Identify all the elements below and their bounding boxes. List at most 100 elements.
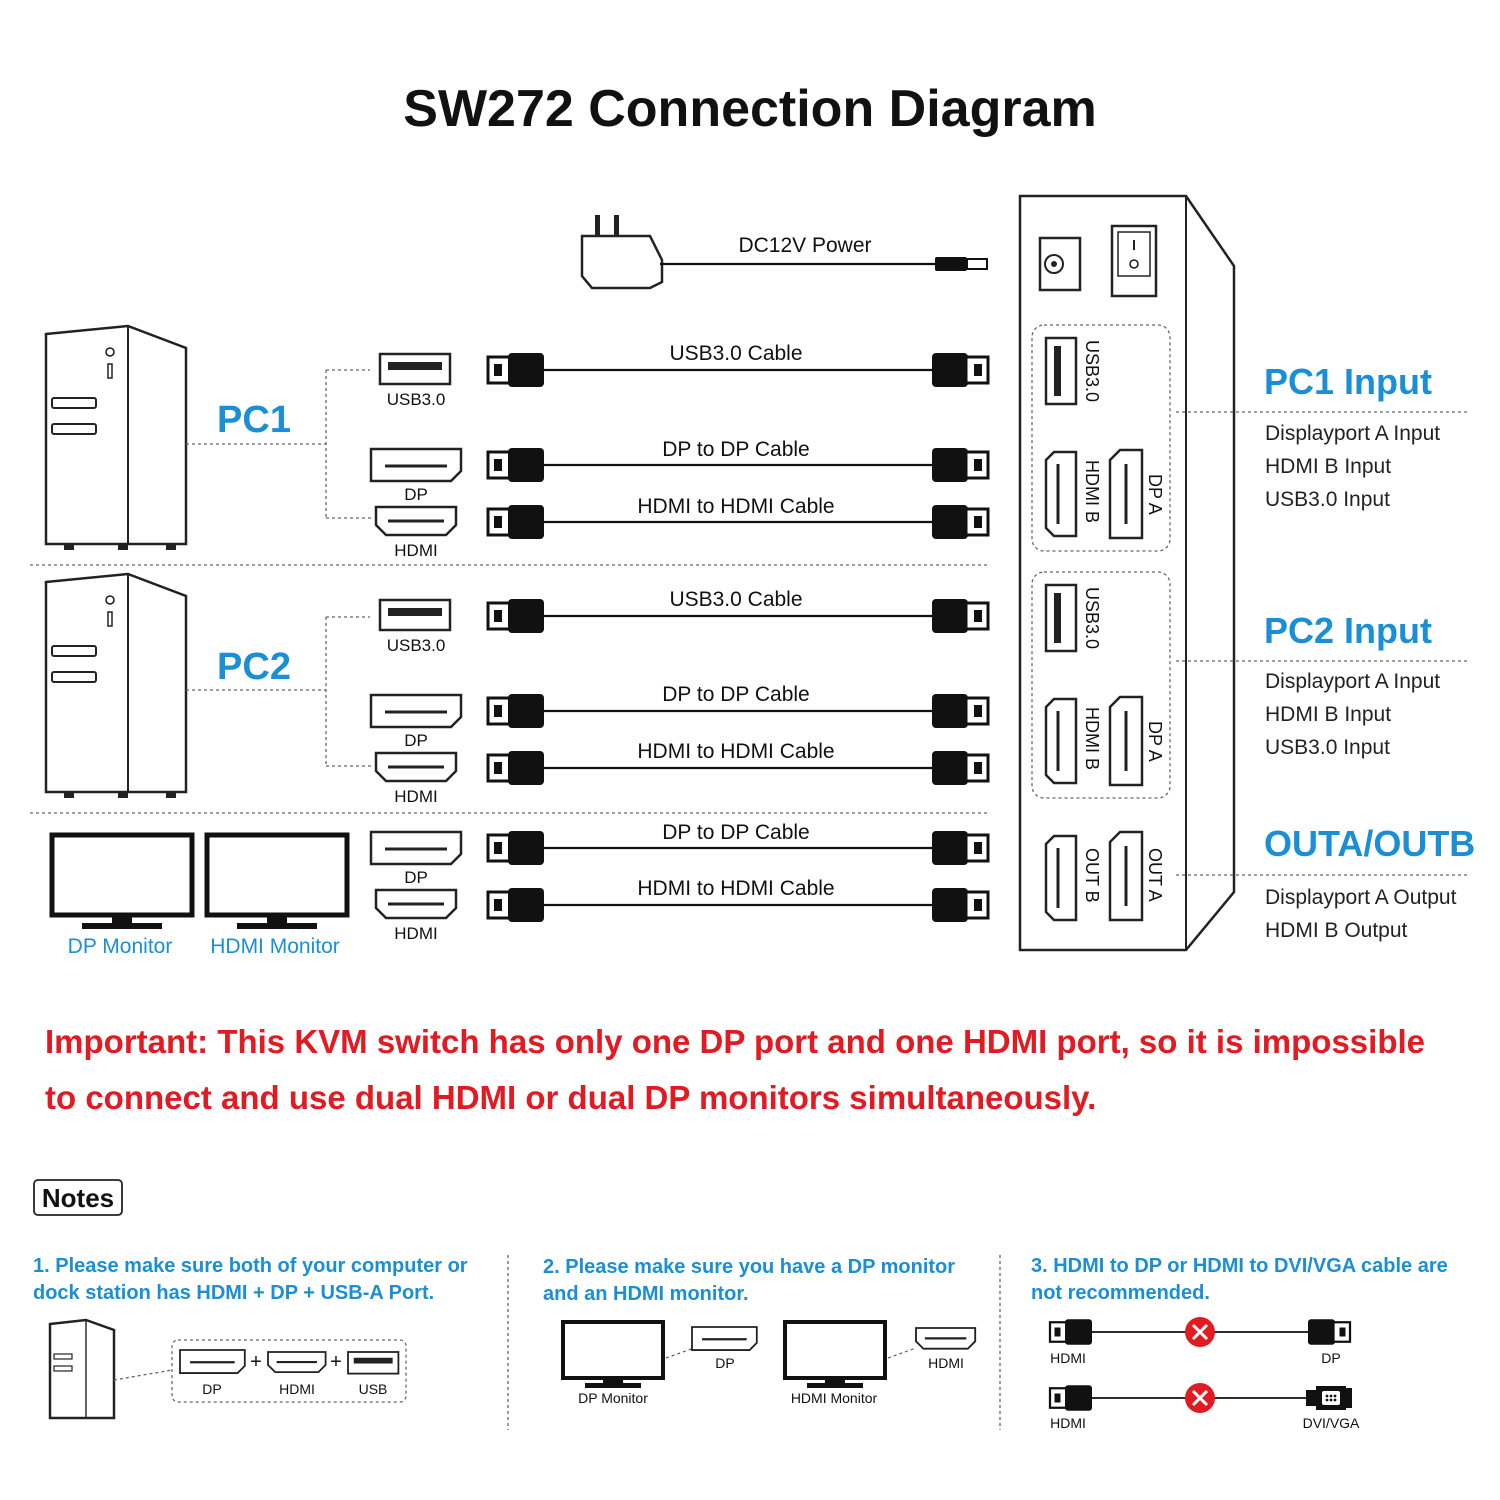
- usb-plug-icon: [930, 597, 990, 635]
- pc2-switch-hdmi-port-icon: [1044, 697, 1078, 785]
- pc1-switch-hdmi-port-icon: [1044, 450, 1078, 538]
- pc2-usb-cable-label: USB3.0 Cable: [669, 588, 802, 611]
- pc2-hdmi-cable: [486, 749, 990, 787]
- note2-connector-guide: [887, 1347, 917, 1359]
- pc1-input-line: Displayport A Input: [1265, 422, 1440, 445]
- monitor-dp-cable-label: DP to DP Cable: [662, 821, 809, 844]
- monitor-dp-port-icon: [369, 830, 463, 866]
- hdmi-plug-icon: [486, 749, 546, 787]
- usb-plug-icon: [486, 351, 546, 389]
- note2-dp-port-label: DP: [715, 1355, 734, 1371]
- monitor-hdmi-port-label: HDMI: [394, 924, 437, 943]
- switch-outa-label: OUT A: [1145, 848, 1165, 902]
- note2-text: and an HDMI monitor.: [543, 1283, 749, 1305]
- pc2-input-line: Displayport A Input: [1265, 670, 1440, 693]
- hdmi-monitor-icon: [207, 835, 347, 929]
- pc1-label: PC1: [217, 399, 291, 441]
- hdmi-plug-icon: [930, 886, 990, 924]
- hdmi-plug-icon: [486, 886, 546, 924]
- notes-badge: [33, 1179, 123, 1216]
- note1-port-label: DP: [202, 1381, 221, 1397]
- hdmi-plug-icon: [930, 503, 990, 541]
- note2-hdmi-monitor-icon: [783, 1320, 887, 1388]
- pc1-switch-dp-port-icon: [1108, 448, 1144, 540]
- pc2-usb-cable: [486, 597, 990, 635]
- plus-icon: +: [250, 1351, 262, 1373]
- pc2-switch-dp-port-icon: [1108, 695, 1144, 787]
- power-adapter-icon: [580, 215, 664, 290]
- pc2-port-group: [1031, 571, 1171, 799]
- note3-row1-left-label: HDMI: [1050, 1350, 1086, 1366]
- pc1-switch-usb-label: USB3.0: [1082, 340, 1102, 402]
- monitor-hdmi-cable-label: HDMI to HDMI Cable: [637, 877, 834, 900]
- pc1-switch-dp-label: DP A: [1145, 474, 1165, 515]
- pc2-hdmi-port-icon: [374, 751, 458, 783]
- monitor-dp-cable: [486, 829, 990, 867]
- hdmi-plug-icon: [1048, 1318, 1094, 1346]
- switch-outb-port-icon: [1044, 834, 1078, 922]
- note3-row2-cable: [1048, 1384, 1310, 1412]
- notes-title: Notes: [42, 1183, 114, 1213]
- pc1-usb-port-label: USB3.0: [387, 390, 446, 409]
- note2-dp-monitor-label: DP Monitor: [578, 1390, 648, 1406]
- power-label: DC12V Power: [738, 234, 871, 257]
- hdmi-plug-icon: [486, 503, 546, 541]
- power-switch-icon: [1110, 224, 1158, 298]
- note1-hdmi-port-icon: [266, 1350, 327, 1374]
- pc1-dp-port-label: DP: [404, 485, 428, 504]
- pc2-hdmi-port-label: HDMI: [394, 787, 437, 806]
- note1-port-group: [171, 1339, 407, 1403]
- pc2-dp-port-icon: [369, 693, 463, 729]
- hdmi-plug-icon: [930, 749, 990, 787]
- pc2-dp-cable: [486, 692, 990, 730]
- note2-hdmi-monitor-label: HDMI Monitor: [791, 1390, 878, 1406]
- pc1-switch-usb-port-icon: [1044, 336, 1078, 406]
- dp-plug-icon: [486, 446, 546, 484]
- note3-text: 3. HDMI to DP or HDMI to DVI/VGA cable a…: [1031, 1255, 1448, 1277]
- dp-monitor-label: DP Monitor: [68, 935, 173, 958]
- pc1-dp-port-icon: [369, 447, 463, 483]
- dp-plug-icon: [1306, 1318, 1352, 1346]
- usb-plug-icon: [486, 597, 546, 635]
- pc2-input-line: USB3.0 Input: [1265, 736, 1390, 759]
- pc1-hdmi-cable: [486, 503, 990, 541]
- usb-plug-icon: [930, 351, 990, 389]
- pc1-port-group: [1031, 324, 1171, 552]
- hdmi-monitor-label: HDMI Monitor: [210, 935, 340, 958]
- pc1-hdmi-cable-label: HDMI to HDMI Cable: [637, 495, 834, 518]
- dp-plug-icon: [930, 829, 990, 867]
- pc2-usb-port-label: USB3.0: [387, 636, 446, 655]
- pc1-tower-icon: [44, 324, 188, 552]
- note2-dp-monitor-icon: [561, 1320, 665, 1388]
- pc1-hdmi-port-label: HDMI: [394, 541, 437, 560]
- pc2-switch-dp-label: DP A: [1145, 721, 1165, 762]
- dc-power-jack-icon: [1038, 236, 1082, 292]
- note1-connector-guide: [113, 1369, 173, 1381]
- kvm-switch-panel: [1018, 194, 1236, 952]
- pc1-usb-cable: [486, 351, 990, 389]
- note1-dp-port-icon: [178, 1348, 246, 1375]
- note3-text: not recommended.: [1031, 1282, 1210, 1304]
- hdmi-plug-icon: [1048, 1384, 1094, 1412]
- pc1-hdmi-port-icon: [374, 505, 458, 537]
- out-line: Displayport A Output: [1265, 886, 1457, 909]
- pc1-usb-cable-label: USB3.0 Cable: [669, 342, 802, 365]
- note2-hdmi-port-label: HDMI: [928, 1355, 964, 1371]
- pc1-usb-port-icon: [378, 352, 452, 386]
- not-recommended-icon: [1185, 1317, 1215, 1347]
- power-plug-icon: [935, 257, 967, 271]
- note1-pc-icon: [48, 1318, 116, 1420]
- note2-hdmi-port-icon: [914, 1326, 977, 1350]
- dp-plug-icon: [486, 829, 546, 867]
- pc2-input-line: HDMI B Input: [1265, 703, 1391, 726]
- note2-text: 2. Please make sure you have a DP monito…: [543, 1256, 955, 1278]
- switch-outb-label: OUT B: [1082, 848, 1102, 903]
- note3-row2-left-label: HDMI: [1050, 1415, 1086, 1431]
- dp-plug-icon: [930, 446, 990, 484]
- pc2-dp-cable-label: DP to DP Cable: [662, 683, 809, 706]
- dp-plug-icon: [486, 692, 546, 730]
- pc2-switch-usb-port-icon: [1044, 583, 1078, 653]
- dp-plug-icon: [930, 692, 990, 730]
- important-warning-line: to connect and use dual HDMI or dual DP …: [45, 1079, 1096, 1116]
